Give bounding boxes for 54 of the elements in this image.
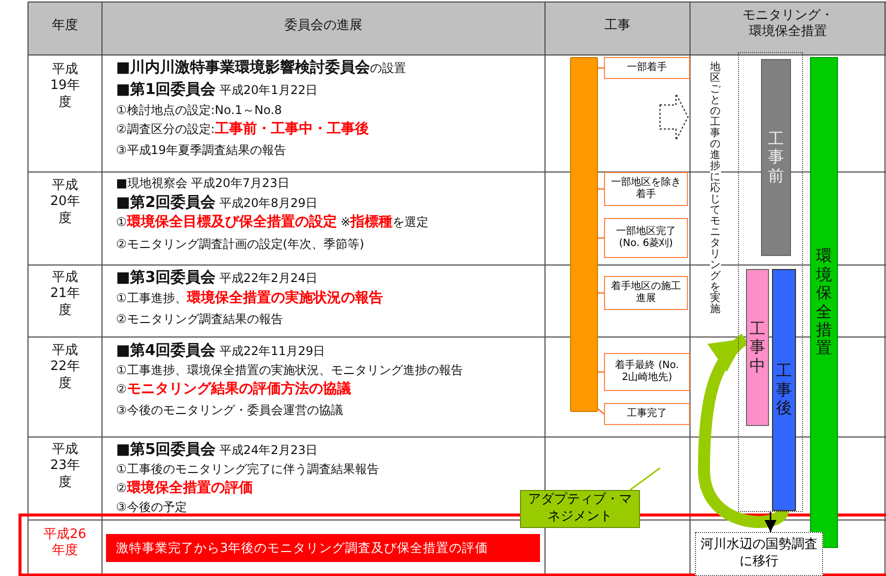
header-text: 年度 bbox=[51, 18, 79, 34]
heading-text: ■川内川激特事業環境影響検討委員会の設置 bbox=[116, 58, 406, 77]
arrow bbox=[764, 512, 776, 532]
year-text: 平成21年度 bbox=[50, 270, 80, 319]
item-text: ■現地視察会 平成20年7月23日 bbox=[116, 176, 290, 191]
item-text: ①環境保全目標及び保全措置の設定 ※指標種を選定 bbox=[116, 214, 429, 232]
phase-bar: 工事前 bbox=[761, 59, 791, 256]
year-text: 平成26年度 bbox=[42, 527, 88, 560]
curved-arrow bbox=[698, 334, 789, 528]
leader-line bbox=[598, 371, 604, 373]
item-text: ②モニタリング結果の評価方法の協議 bbox=[116, 381, 351, 398]
dotted-frame bbox=[738, 52, 803, 512]
leader-line bbox=[598, 237, 604, 239]
vertical-note: 地区ごとの工事の進捗に応じてモニタリングを実施 bbox=[710, 62, 722, 316]
header-text: 工事 bbox=[604, 18, 632, 34]
item-text: ①工事後のモニタリング完了に伴う調査結果報告 bbox=[116, 462, 379, 477]
heading-text: ■第2回委員会 平成20年8月29日 bbox=[116, 193, 318, 212]
callout-box: 一部地区を除き着手 bbox=[604, 172, 688, 206]
leader-line bbox=[598, 408, 604, 415]
phase-bar: 工事後 bbox=[772, 269, 796, 511]
year-text: 平成23年度 bbox=[50, 442, 80, 491]
leader-line bbox=[630, 467, 660, 491]
item-text: ②モニタリング調査計画の設定(年次、季節等) bbox=[116, 237, 364, 252]
item-text: ①工事進捗、環境保全措置の実施状況の報告 bbox=[116, 290, 383, 308]
callout-box: 着手最終 (No. 2山崎地先) bbox=[604, 353, 690, 391]
item-text: ①検討地点の設定:No.1～No.8 bbox=[116, 103, 282, 118]
item-text: ③平成19年夏季調査結果の報告 bbox=[116, 143, 286, 158]
highlight-band: 激特事業完了から3年後のモニタリング調査及び保全措置の評価 bbox=[106, 534, 540, 562]
header-text: 委員会の進展 bbox=[284, 18, 364, 34]
heading-text: ■第5回委員会 平成24年2月23日 bbox=[116, 440, 318, 459]
item-text: ③今後の予定 bbox=[116, 500, 187, 515]
callout-box: 工事完了 bbox=[604, 403, 690, 425]
heading-text: ■第1回委員会 平成20年1月22日 bbox=[116, 80, 318, 99]
callout-box: アダプティブ・マネジメント bbox=[520, 490, 640, 528]
item-text: ②環境保全措置の評価 bbox=[116, 480, 253, 498]
leader-line bbox=[598, 67, 604, 69]
item-text: ①工事進捗、環境保全措置の実施状況、モニタリング進捗の報告 bbox=[116, 363, 463, 378]
year-text: 平成22年度 bbox=[50, 343, 80, 392]
construction-bar bbox=[570, 57, 598, 412]
leader-line bbox=[598, 292, 604, 294]
callout-box: 一部地区完了 (No. 6菱刈) bbox=[604, 218, 688, 258]
callout-box: 一部着手 bbox=[604, 57, 690, 79]
item-text: ②モニタリング調査結果の報告 bbox=[116, 312, 283, 327]
heading-text: ■第4回委員会 平成22年11月29日 bbox=[116, 341, 326, 360]
item-text: ③今後のモニタリング・委員会運営の協議 bbox=[116, 403, 343, 418]
header-text: モニタリング・環境保全措置 bbox=[742, 8, 834, 40]
leader-line bbox=[598, 188, 604, 190]
callout-box: 着手地区の施工進展 bbox=[604, 276, 688, 310]
item-text: ②調査区分の設定:工事前・工事中・工事後 bbox=[116, 121, 369, 138]
phase-bar: 工事中 bbox=[746, 269, 769, 426]
year-text: 平成19年度 bbox=[50, 62, 80, 111]
dotted-box: 河川水辺の国勢調査に移行 bbox=[695, 532, 823, 576]
heading-text: ■第3回委員会 平成22年2月24日 bbox=[116, 268, 318, 287]
year-text: 平成20年度 bbox=[50, 178, 80, 227]
